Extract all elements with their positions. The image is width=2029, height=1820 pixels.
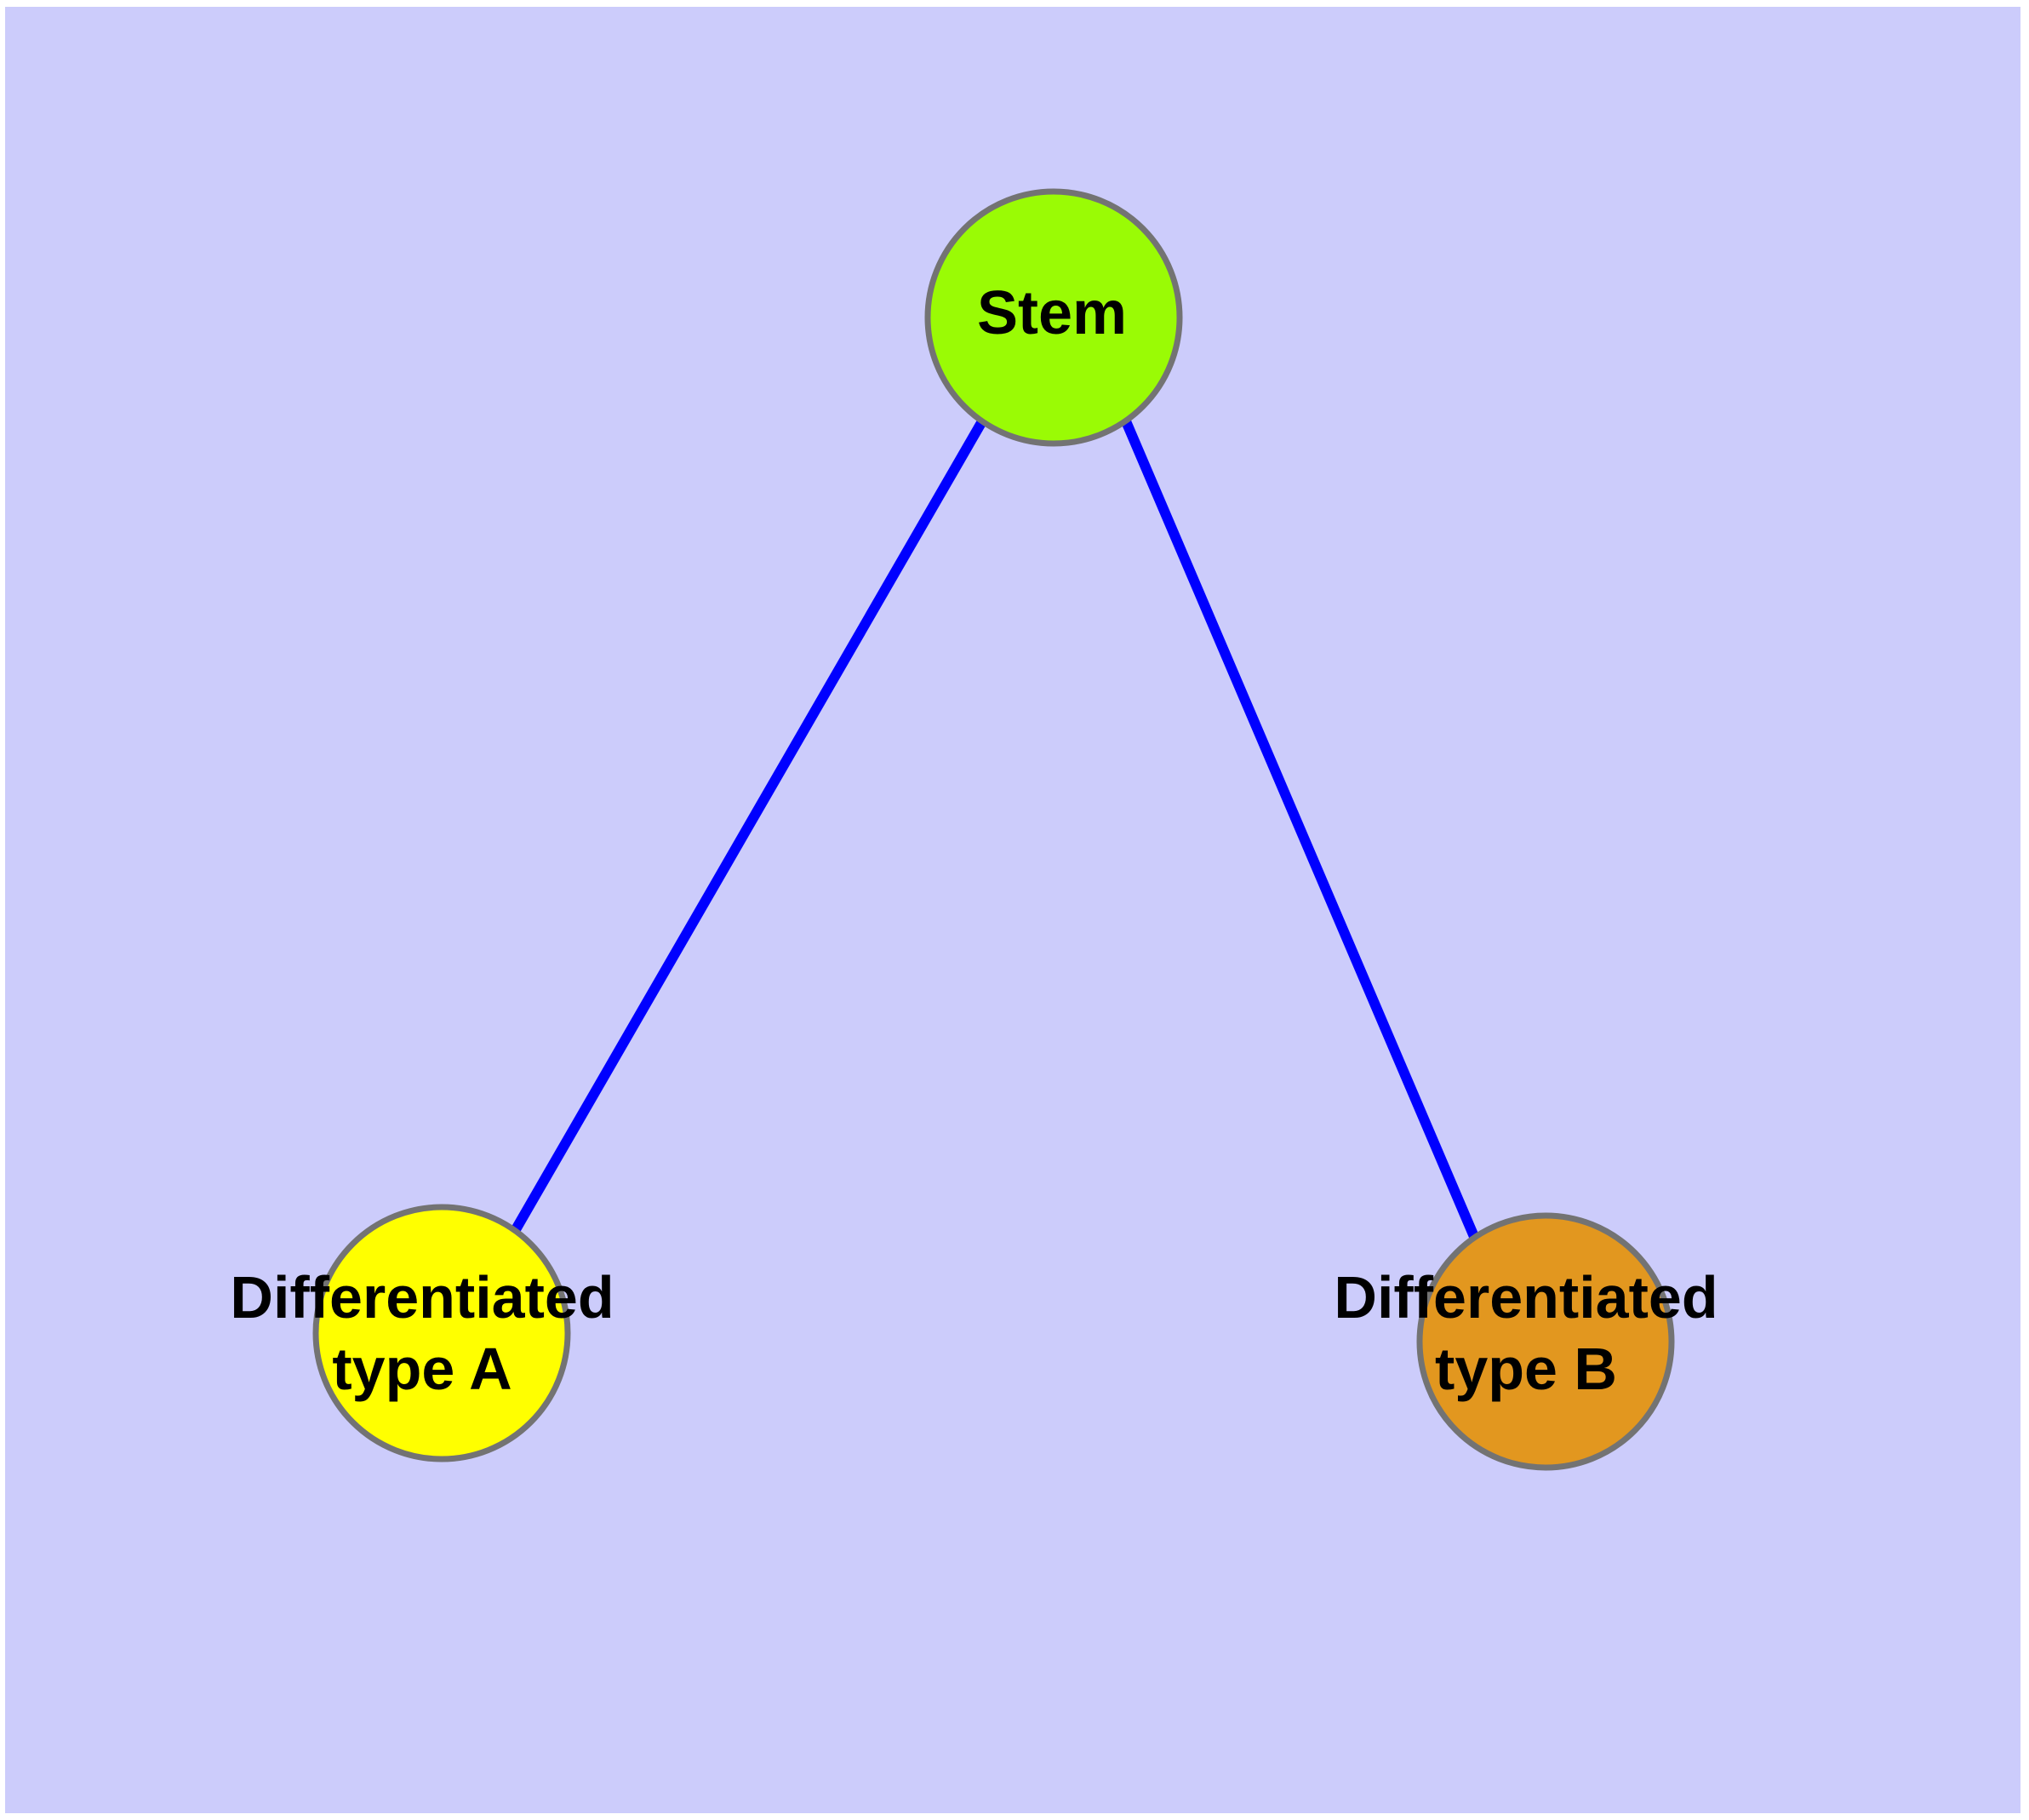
graph-node-label-line: Differentiated xyxy=(230,1264,614,1331)
graph-node-label-stem: Stem xyxy=(977,279,1127,347)
graph-node-stem[interactable] xyxy=(924,188,1183,447)
graph-node-label-line: Differentiated xyxy=(1334,1264,1718,1331)
graph-node-diff_b[interactable] xyxy=(1416,1212,1675,1471)
edges-group xyxy=(510,419,1480,1241)
graph-node-diff_a[interactable] xyxy=(312,1204,571,1462)
graph-node-label-line: Stem xyxy=(977,279,1127,347)
graph-edge-stem-to-diff-b[interactable] xyxy=(1121,419,1480,1241)
graph-node-label-line: type A xyxy=(332,1336,512,1402)
graph-node-label-line: type B xyxy=(1435,1336,1617,1402)
nodes-group xyxy=(312,188,1675,1471)
graph-edge-stem-to-diff-a[interactable] xyxy=(510,419,987,1233)
